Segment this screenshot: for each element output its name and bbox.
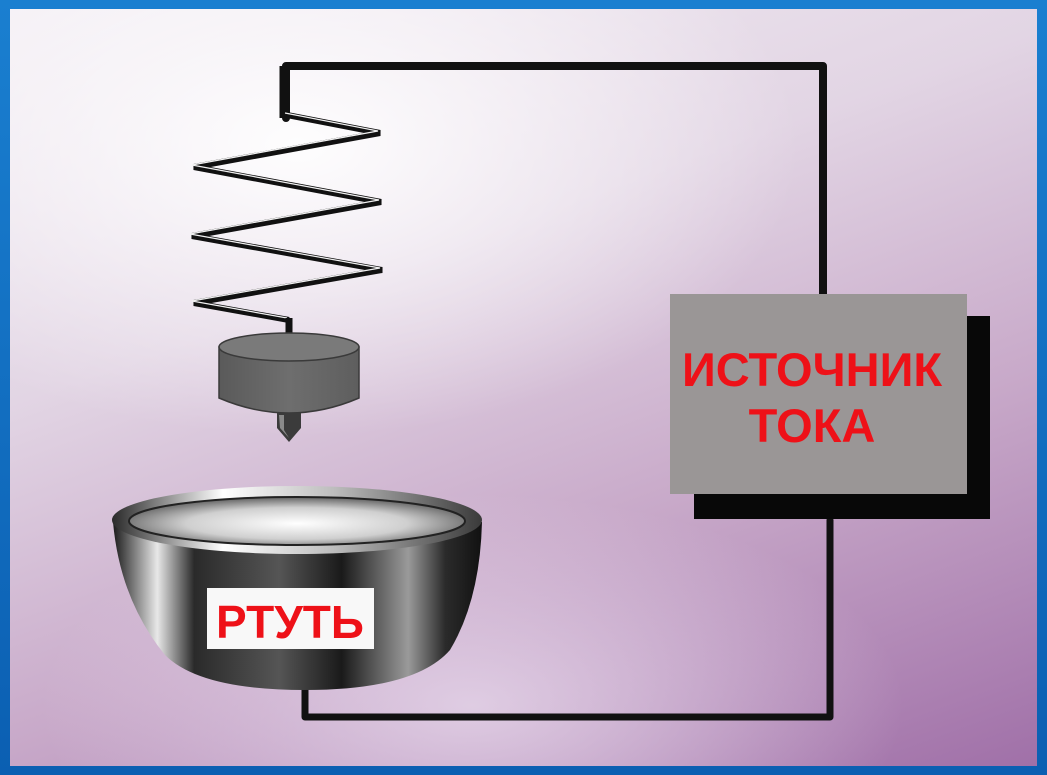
spring-highlight — [189, 112, 381, 319]
weight-cylinder — [218, 332, 360, 414]
spring — [191, 112, 383, 323]
source-label-line2: ТОКА — [749, 399, 876, 452]
wire-bottom — [301, 516, 834, 721]
source-box — [670, 294, 967, 494]
mercury-label-box — [207, 588, 374, 649]
mercury-label: РТУТЬ — [216, 596, 364, 648]
source-label-line1: ИСТОЧНИК — [682, 343, 942, 396]
wire-top — [282, 62, 827, 299]
